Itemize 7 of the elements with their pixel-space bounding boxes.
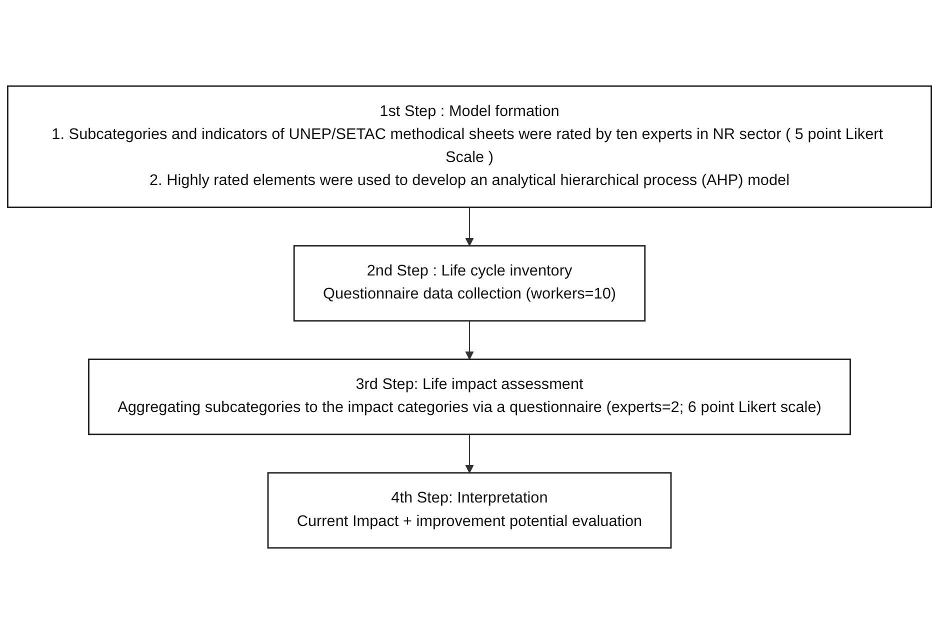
node-box: 1st Step : Model formation 1. Subcategories and indicators of UNEP/SETAC methodical sheets were rated by ten experts in NR sector ( 5 point Likert Scale ) 2. Highly rated elements were used to develop an analytical hierarchical process (AHP) model	[6, 85, 932, 208]
node-box: 3rd Step: Life impact assessment Aggregating subcategories to the impact categories via a questionnaire (experts=2; 6 point Likert scale)	[88, 358, 851, 436]
arrow	[465, 206, 474, 246]
node-box: 4th Step: Interpretation Current Impact + improvement potential evaluation	[267, 472, 672, 549]
arrow	[465, 434, 474, 474]
arrow	[465, 320, 474, 360]
node-box: 2nd Step : Life cycle inventory Questionnaire data collection (workers=10)	[293, 245, 646, 322]
